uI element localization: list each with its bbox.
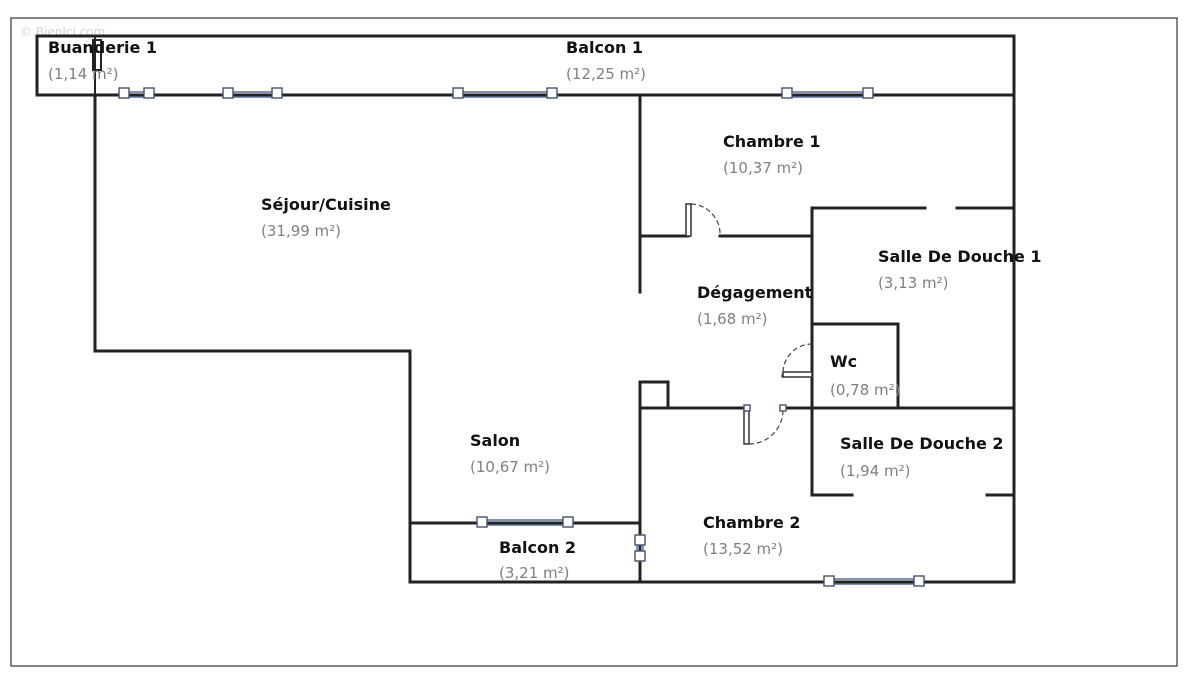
window [118,87,155,99]
room-area-balcon-2: (3,21 m²) [499,564,570,582]
door-wc [782,343,813,378]
doors [685,203,813,445]
walls [35,34,1016,584]
room-name-wc: Wc [830,352,857,371]
room-area-sejour-cuisine: (31,99 m²) [261,222,341,240]
room-area-chambre-1: (10,37 m²) [723,159,803,177]
room-name-chambre-2: Chambre 2 [703,513,801,532]
room-labels: Buanderie 1 (1,14 m²) Balcon 1 (12,25 m²… [48,38,1042,582]
window [222,87,283,99]
room-name-salle-de-douche-2: Salle De Douche 2 [840,434,1004,453]
room-area-wc: (0,78 m²) [830,381,901,399]
room-name-balcon-2: Balcon 2 [499,538,576,557]
window [781,87,874,99]
window [823,575,925,587]
room-name-buanderie-1: Buanderie 1 [48,38,157,57]
room-area-salle-de-douche-2: (1,94 m²) [840,462,911,480]
room-name-salle-de-douche-1: Salle De Douche 1 [878,247,1042,266]
window [634,534,646,562]
door-chambre-2 [743,404,787,445]
room-name-chambre-1: Chambre 1 [723,132,821,151]
windows [118,87,925,587]
room-area-degagement: (1,68 m²) [697,310,768,328]
door-chambre-1 [685,203,721,237]
window [476,516,574,528]
room-area-buanderie-1: (1,14 m²) [48,65,119,83]
room-area-chambre-2: (13,52 m²) [703,540,783,558]
room-area-salle-de-douche-1: (3,13 m²) [878,274,949,292]
room-name-sejour-cuisine: Séjour/Cuisine [261,195,391,214]
plan-frame [10,17,1178,667]
window [452,87,558,99]
room-name-salon: Salon [470,431,520,450]
room-name-degagement: Dégagement [697,283,813,302]
room-name-balcon-1: Balcon 1 [566,38,643,57]
room-area-balcon-1: (12,25 m²) [566,65,646,83]
room-area-salon: (10,67 m²) [470,458,550,476]
